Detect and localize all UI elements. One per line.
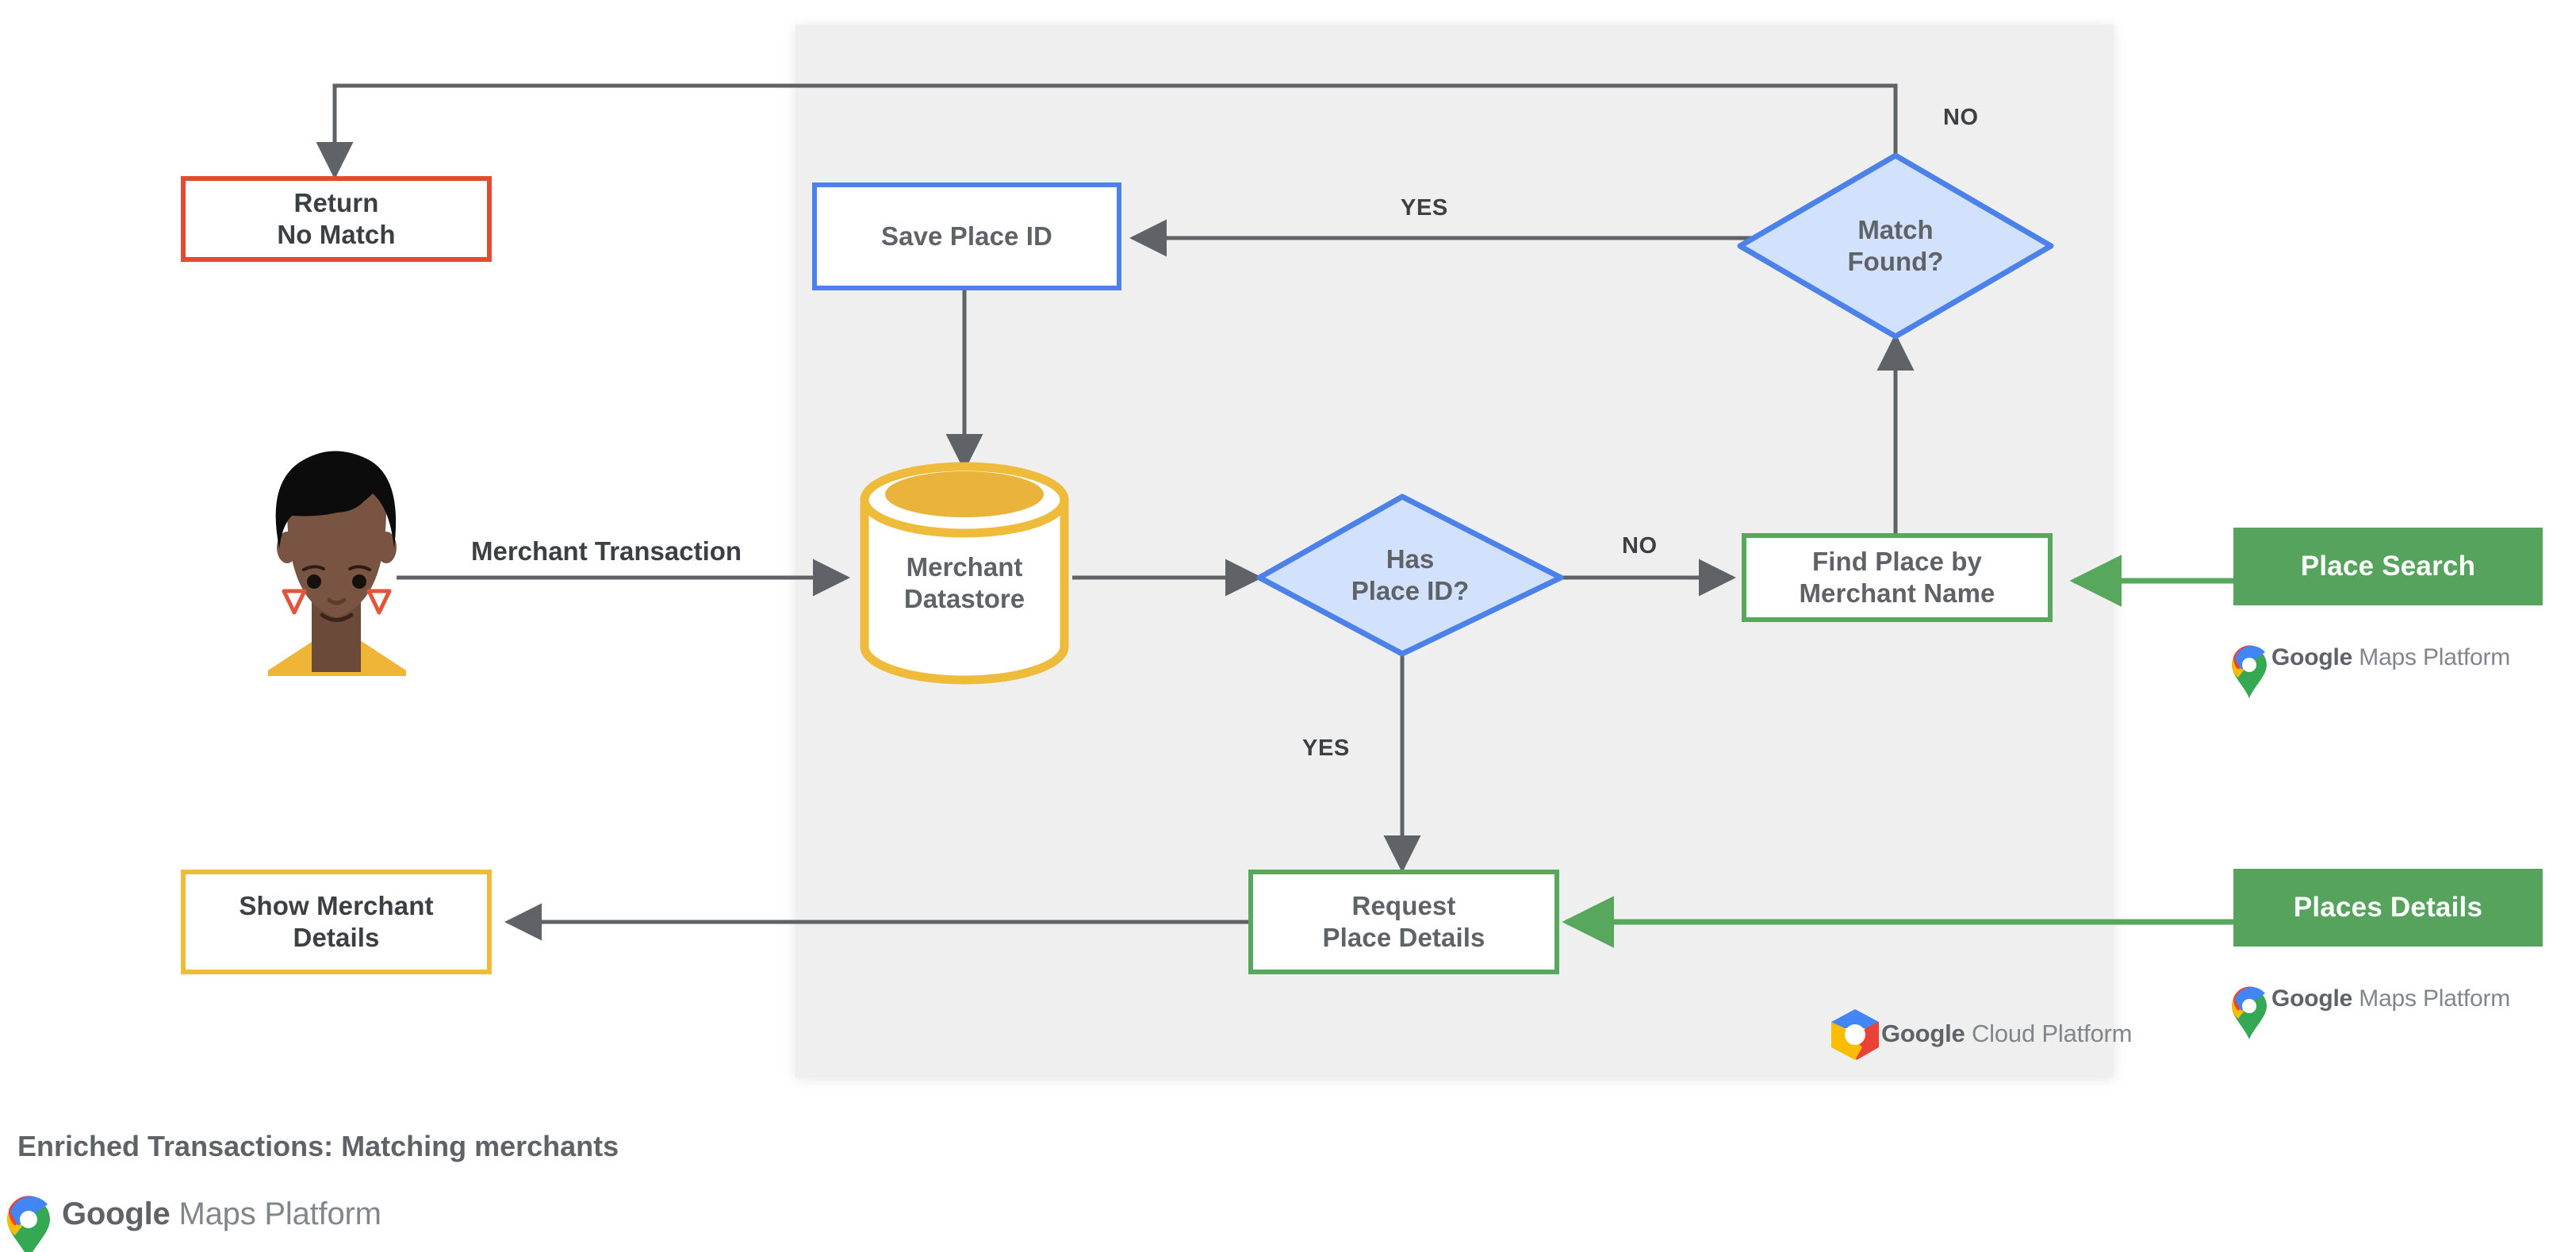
brand-maps-platform-footer: Google Maps Platform [62,1196,381,1232]
brand-google-1: Google [2271,644,2353,670]
place-search-label: Place Search [2300,550,2476,582]
cloud-platform-wordmark: Google Cloud Platform [1881,1020,2132,1048]
edge-label-has-place-id-no: NO [1622,533,1658,559]
node-show-merchant-details[interactable]: Show Merchant Details [181,870,492,974]
person-avatar-icon [268,451,406,676]
has-place-id-line1: Has [1386,543,1435,574]
save-place-id-label: Save Place ID [881,221,1052,251]
brand-maps-platform-1: Maps Platform [2359,644,2511,670]
places-details-label: Places Details [2293,891,2483,923]
node-has-place-id[interactable]: Has Place ID? [1259,497,1561,654]
merchant-datastore-line2: Datastore [903,584,1025,613]
return-no-match-line1: Return [293,187,379,217]
edge-label-merchant-transaction: Merchant Transaction [471,536,742,566]
maps-pin-icon-footer [7,1196,50,1252]
has-place-id-diamond-shape [1256,494,1564,657]
brand-maps-platform-places-details: Google Maps Platform [2271,985,2510,1012]
has-place-id-line2: Place ID? [1351,576,1470,605]
match-found-line1: Match [1857,214,1934,244]
brand-google-cloud-platform: Google Cloud Platform [1881,1020,2132,1048]
merchant-datastore-line1: Merchant [906,551,1023,582]
brand-google-2: Google [2271,985,2353,1012]
cloud-platform-hex-icon [1831,1009,1879,1060]
node-place-search[interactable]: Place Search [2233,528,2543,605]
match-found-diamond-shape [1737,152,2054,340]
node-places-details[interactable]: Places Details [2233,869,2543,947]
find-place-line1: Find Place by [1811,546,1982,576]
maps-platform-wordmark-1: Google Maps Platform [2271,644,2510,671]
return-no-match-line2: No Match [277,220,396,249]
maps-platform-wordmark-2: Google Maps Platform [2271,985,2510,1012]
brand-maps-platform-2: Maps Platform [2359,985,2511,1012]
edge-label-has-place-id-yes: YES [1302,735,1350,761]
node-merchant-datastore[interactable]: Merchant Datastore [864,467,1064,679]
node-save-place-id[interactable]: Save Place ID [812,182,1121,290]
show-merchant-details-line1: Show Merchant [239,890,434,920]
match-found-text: Match Found? [1740,156,2051,336]
maps-pin-icon-place-search [2232,645,2267,698]
edge-label-match-found-yes: YES [1401,195,1448,221]
brand-google-4: Google [62,1196,171,1231]
maps-platform-wordmark-footer: Google Maps Platform [62,1196,381,1232]
page-title: Enriched Transactions: Matching merchant… [17,1130,619,1162]
node-match-found[interactable]: Match Found? [1740,156,2051,336]
node-request-place-details[interactable]: Request Place Details [1248,870,1559,974]
node-return-no-match[interactable]: Return No Match [181,176,492,262]
find-place-line2: Merchant Name [1799,578,1995,608]
edge-match-found-no [316,83,1898,179]
has-place-id-text: Has Place ID? [1259,497,1561,654]
request-place-details-line2: Place Details [1322,923,1485,952]
brand-cloud-platform: Cloud Platform [1972,1020,2133,1047]
merchant-datastore-text: Merchant Datastore [864,467,1064,679]
edge-label-match-found-no: NO [1943,105,1979,130]
node-find-place-by-merchant-name[interactable]: Find Place by Merchant Name [1742,533,2053,622]
show-merchant-details-line2: Details [293,923,380,952]
brand-maps-platform-place-search: Google Maps Platform [2271,644,2510,671]
merchant-datastore-shape [860,462,1069,685]
maps-pin-icon-places-details [2232,986,2267,1039]
brand-google-3: Google [1881,1020,1965,1047]
match-found-line2: Found? [1847,247,1944,276]
brand-maps-platform-4: Maps Platform [178,1196,381,1231]
request-place-details-line1: Request [1351,890,1456,920]
